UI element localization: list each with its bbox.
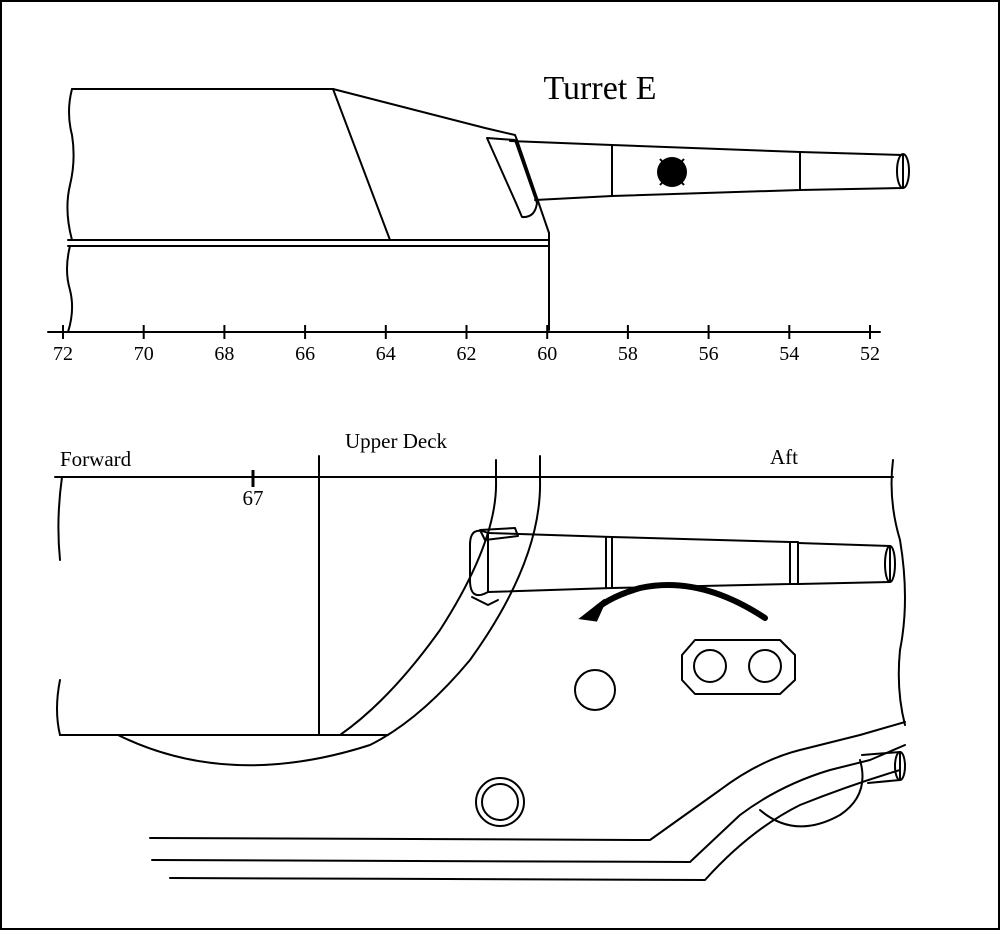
gun-plan-breech bbox=[487, 532, 613, 593]
gun-muzzle bbox=[896, 153, 910, 189]
twin-port-left-icon bbox=[693, 649, 727, 683]
frame-tick-label-60: 60 bbox=[537, 343, 557, 365]
frame-tick-label-64: 64 bbox=[376, 343, 396, 365]
frame-tick-label-70: 70 bbox=[134, 343, 154, 365]
label-forward: Forward bbox=[60, 447, 132, 471]
frame-tick-label-56: 56 bbox=[699, 343, 719, 365]
gun-barrel-chase bbox=[799, 151, 904, 191]
gun-barrel-breech bbox=[509, 140, 613, 201]
turret-elevation bbox=[66, 88, 910, 333]
frame-tick-label-72: 72 bbox=[53, 343, 73, 365]
label-aft: Aft bbox=[770, 445, 798, 469]
aft-gun-stub bbox=[861, 751, 901, 784]
hatch-inner-icon bbox=[481, 783, 519, 821]
frame-scale-ticks: 72 70 68 66 64 62 60 58 56 54 52 bbox=[53, 325, 880, 365]
frame-tick-label-52: 52 bbox=[860, 343, 880, 365]
gun-plan-chase bbox=[797, 542, 891, 585]
twin-port-plate bbox=[681, 639, 796, 695]
frame-scale: 72 70 68 66 64 62 60 58 56 54 52 bbox=[47, 325, 881, 365]
hit-cross-icon bbox=[659, 158, 685, 186]
rotation-arrowhead-icon bbox=[578, 598, 607, 622]
gun-plan-muzzle bbox=[884, 545, 896, 583]
gun-barrel-mid bbox=[611, 144, 801, 197]
hull-chine-inner bbox=[169, 769, 901, 881]
frame-tick-label-68: 68 bbox=[214, 343, 234, 365]
turret-break-line-lower bbox=[66, 245, 74, 333]
turret-face-line bbox=[332, 88, 391, 241]
turret-roof-outline bbox=[71, 88, 550, 234]
hull-break-line-left bbox=[56, 476, 63, 736]
hull-break-line-right bbox=[890, 459, 906, 726]
hull-chine-mid bbox=[151, 744, 906, 863]
gun-slide-lip bbox=[471, 596, 499, 606]
barbette-arc-outer bbox=[117, 455, 542, 767]
rotation-arrow bbox=[587, 582, 768, 621]
gun-plan-band-2 bbox=[789, 541, 799, 585]
turret-break-line-upper bbox=[66, 88, 75, 241]
frame-tick-label-62: 62 bbox=[457, 343, 477, 365]
bilge-keel-curve bbox=[759, 759, 864, 828]
barbette-arc-inner bbox=[339, 459, 498, 736]
gun-mantlet bbox=[486, 137, 538, 219]
diagram-title: Turret E bbox=[543, 70, 656, 107]
frame-tick-label-58: 58 bbox=[618, 343, 638, 365]
twin-port-right-icon bbox=[748, 649, 782, 683]
gun-trunnion-top bbox=[479, 527, 519, 541]
plan-view bbox=[54, 455, 906, 881]
gun-plan-mid bbox=[611, 536, 791, 589]
frame-tick-label-66: 66 bbox=[295, 343, 315, 365]
deck-port-icon bbox=[574, 669, 616, 711]
frame-marker-label: 67 bbox=[243, 486, 264, 510]
hull-chine-outer bbox=[149, 721, 906, 841]
frame-tick-label-54: 54 bbox=[779, 343, 799, 365]
label-upper-deck: Upper Deck bbox=[345, 429, 448, 453]
aft-gun-muzzle bbox=[894, 751, 906, 781]
hatch-outer-icon bbox=[475, 777, 525, 827]
